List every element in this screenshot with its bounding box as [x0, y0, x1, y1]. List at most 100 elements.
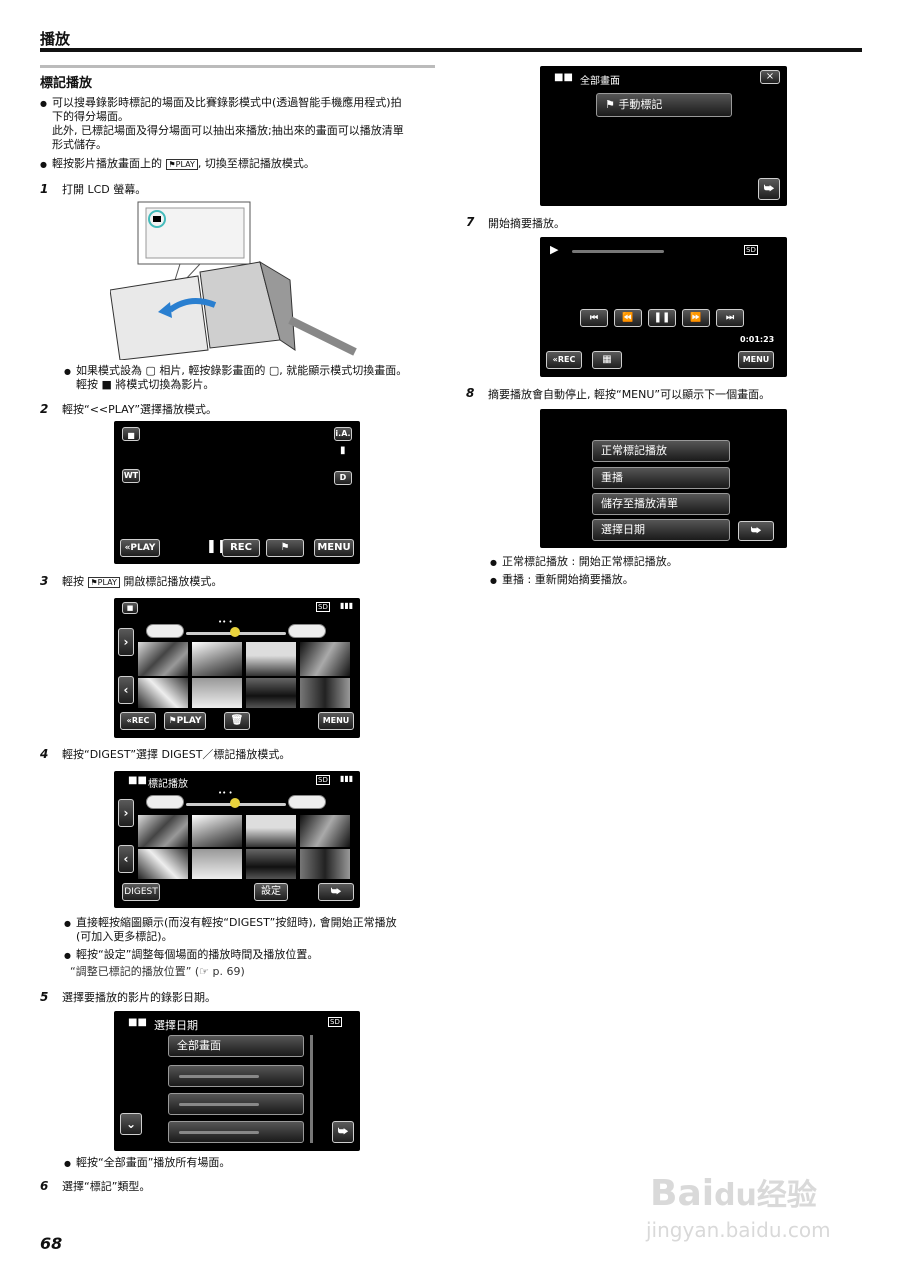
page-number: 68 [40, 1234, 63, 1253]
date-item-all[interactable]: 全部畫面 [168, 1035, 304, 1057]
display-icon[interactable]: D [334, 471, 352, 485]
manual-mark-label: 手動標記 [618, 98, 663, 111]
date-item[interactable] [168, 1121, 304, 1143]
ia-icon[interactable]: i.A. [334, 427, 352, 441]
video-mode-icon: ■ [122, 602, 138, 614]
menu-button[interactable]: MENU [738, 351, 774, 369]
mark-play-button[interactable]: ⚑PLAY [164, 712, 206, 730]
step-number: 8 [466, 386, 475, 400]
close-icon[interactable]: × [760, 70, 780, 84]
settings-button[interactable]: 設定 [254, 883, 288, 901]
digest-playback-screen: ▶ SD ⏮ ⏪ ❚❚ ⏩ ⏭ 0:01:23 «REC ▦ MENU [540, 237, 787, 377]
skip-forward-button[interactable]: ⏭ [716, 309, 744, 327]
menu-item-save-playlist[interactable]: 儲存至播放清單 [592, 493, 730, 515]
rec-mode-button[interactable]: «REC [120, 712, 156, 730]
redacted-date [572, 250, 664, 253]
trash-icon[interactable]: 🗑 [224, 712, 250, 730]
step-3-text: 輕按 ⚑PLAY 開啟標記播放模式。 [62, 575, 222, 590]
step-4-note-1: 直接輕按縮圖顯示(而沒有輕按“DIGEST”按鈕時), 會開始正常播放 (可加入… [64, 916, 446, 944]
menu-item-replay[interactable]: 重播 [592, 467, 730, 489]
pause-button[interactable]: ❚❚ [648, 309, 676, 327]
header-rule [40, 48, 862, 52]
manual-mark-item[interactable]: ⚑ 手動標記 [596, 93, 732, 117]
note-line: 直接輕按縮圖顯示(而沒有輕按“DIGEST”按鈕時), 會開始正常播放 [76, 916, 397, 929]
step-4-note-2: 輕按“設定”調整每個場面的播放時間及播放位置。 [64, 948, 446, 963]
page-forward-button[interactable]: › [118, 799, 134, 827]
thumbnail[interactable] [138, 678, 188, 708]
skip-back-button[interactable]: ⏮ [580, 309, 608, 327]
page-header-title: 播放 [40, 30, 71, 48]
video-mode-icon[interactable]: ■ [122, 427, 140, 441]
thumbnail[interactable] [246, 678, 296, 708]
digest-button[interactable]: DIGEST [122, 883, 160, 901]
thumbnail[interactable] [138, 849, 188, 879]
redacted-date [179, 1075, 259, 1078]
thumbnail[interactable] [192, 642, 242, 676]
back-button[interactable]: ⮩ [318, 883, 354, 901]
intro-bullet-1: 可以搜尋錄影時標記的場面及比賽錄影模式中(透過智能手機應用程式)拍 下的得分場面… [40, 96, 452, 152]
menu-button[interactable]: MENU [318, 712, 354, 730]
date-prev-button[interactable] [146, 624, 184, 638]
step-number: 6 [40, 1179, 49, 1193]
menu-button[interactable]: MENU [314, 539, 354, 557]
thumbnail[interactable] [192, 678, 242, 708]
rec-button[interactable]: REC [222, 539, 260, 557]
cross-reference-link[interactable]: “調整已標記的播放位置” (☞ p. 69) [70, 965, 245, 978]
timeline-date: •• • [218, 789, 233, 797]
redacted-date [179, 1103, 259, 1106]
thumbnail[interactable] [138, 642, 188, 676]
sd-icon: SD [316, 775, 330, 785]
date-next-button[interactable] [288, 795, 326, 809]
index-view-button[interactable]: ▦ [592, 351, 622, 369]
back-button[interactable]: ⮩ [738, 521, 774, 541]
scrollbar[interactable] [310, 1035, 313, 1143]
page-back-button[interactable]: ‹ [118, 676, 134, 704]
date-item[interactable] [168, 1093, 304, 1115]
thumbnail[interactable] [192, 849, 242, 879]
note-line: 如果模式設為 ▢ 相片, 輕按錄影畫面的 ▢, 就能顯示模式切換畫面。 [76, 364, 408, 377]
thumbnail[interactable] [300, 815, 350, 847]
play-mode-button[interactable]: «PLAY [120, 539, 160, 557]
step-8-note-1: 正常標記播放 : 開始正常標記播放。 [490, 555, 862, 570]
page-back-button[interactable]: ‹ [118, 845, 134, 873]
baidu-watermark-url: jingyan.baidu.com [646, 1218, 831, 1242]
thumbnail[interactable] [300, 642, 350, 676]
back-button[interactable]: ⮩ [758, 178, 780, 200]
thumbnail[interactable] [138, 815, 188, 847]
video-mode-icon: ■■ [128, 1017, 147, 1028]
thumbnail[interactable] [246, 849, 296, 879]
date-next-button[interactable] [288, 624, 326, 638]
mark-play-icon: ⚑PLAY [87, 577, 120, 588]
note-line: (可加入更多標記)。 [76, 930, 173, 943]
scroll-down-button[interactable]: ⌄ [120, 1113, 142, 1135]
step-text: 開啟標記播放模式。 [123, 575, 223, 588]
rewind-button[interactable]: ⏪ [614, 309, 642, 327]
step-number: 4 [40, 747, 49, 761]
redacted-date [179, 1131, 259, 1134]
timeline-marker[interactable] [230, 798, 240, 808]
menu-item-select-date[interactable]: 選擇日期 [592, 519, 730, 541]
thumbnail[interactable] [192, 815, 242, 847]
thumbnail[interactable] [300, 849, 350, 879]
watermark-text: 经验 [756, 1178, 817, 1213]
rec-mode-button[interactable]: «REC [546, 351, 582, 369]
page-forward-button[interactable]: › [118, 628, 134, 656]
step-4-text: 輕按“DIGEST”選擇 DIGEST／標記播放模式。 [62, 748, 291, 761]
zoom-icon[interactable]: WT [122, 469, 140, 483]
menu-item-normal-mark-play[interactable]: 正常標記播放 [592, 440, 730, 462]
fast-forward-button[interactable]: ⏩ [682, 309, 710, 327]
thumbnail[interactable] [300, 678, 350, 708]
thumbnail[interactable] [246, 642, 296, 676]
back-button[interactable]: ⮩ [332, 1121, 354, 1143]
intro-line: 下的得分場面。 [52, 110, 129, 123]
mark-play-label: PLAY [176, 716, 202, 726]
date-prev-button[interactable] [146, 795, 184, 809]
thumbnail[interactable] [246, 815, 296, 847]
mark-button[interactable]: ⚑ [266, 539, 304, 557]
timeline-marker[interactable] [230, 627, 240, 637]
play-indicator-icon: ▶ [550, 243, 559, 256]
elapsed-time: 0:01:23 [740, 335, 775, 344]
step-1-note: 如果模式設為 ▢ 相片, 輕按錄影畫面的 ▢, 就能顯示模式切換畫面。 輕按 ■… [64, 364, 446, 392]
step-1-text: 打開 LCD 螢幕。 [62, 183, 147, 196]
date-item[interactable] [168, 1065, 304, 1087]
